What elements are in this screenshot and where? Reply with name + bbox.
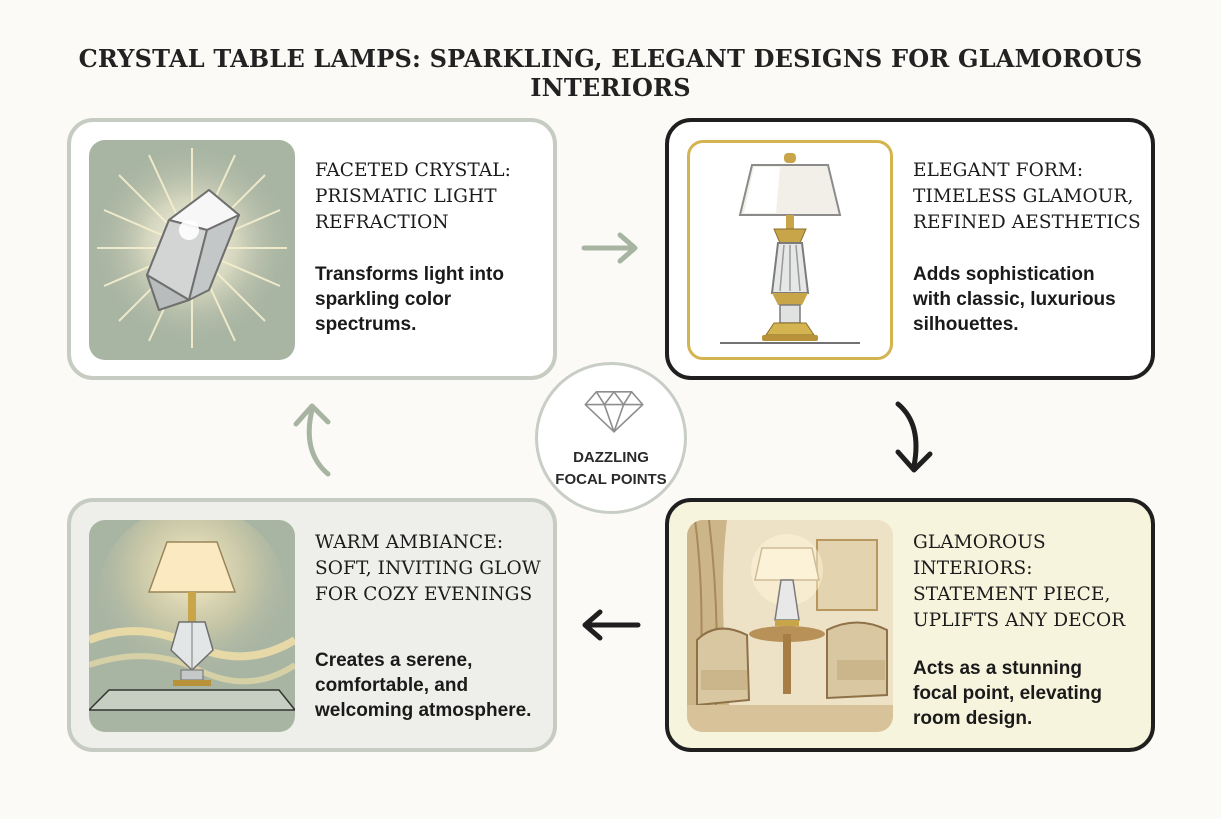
card-warm-ambiance: WARM AMBIANCE: SOFT, INVITING GLOW FOR C… — [67, 498, 557, 752]
page-title: CRYSTAL TABLE LAMPS: SPARKLING, ELEGANT … — [78, 44, 1143, 102]
card-title: FACETED CRYSTAL: PRISMATIC LIGHT REFRACT… — [315, 160, 512, 233]
center-focal-circle: DAZZLING FOCAL POINTS — [535, 362, 687, 514]
center-label: DAZZLING FOCAL POINTS — [555, 449, 667, 488]
card-description: Creates a serene, comfortable, and welco… — [315, 650, 532, 721]
card-description: Adds sophistication with classic, luxuri… — [913, 264, 1116, 335]
arrow-left-icon — [582, 609, 641, 641]
card-description: Acts as a stunning focal point, elevatin… — [913, 658, 1102, 729]
arrow-down-icon — [895, 401, 933, 473]
arrow-right-icon — [581, 232, 638, 264]
arrow-up-icon — [293, 403, 331, 477]
living-room-icon — [687, 520, 893, 732]
card-title: ELEGANT FORM: TIMELESS GLAMOUR, REFINED … — [913, 160, 1141, 233]
card-elegant-form: ELEGANT FORM: TIMELESS GLAMOUR, REFINED … — [665, 118, 1155, 380]
card-title: WARM AMBIANCE: SOFT, INVITING GLOW FOR C… — [315, 532, 541, 605]
card-title: GLAMOROUS INTERIORS: STATEMENT PIECE, UP… — [913, 532, 1126, 631]
crystal-lamp-icon — [687, 140, 893, 360]
card-glamorous-interiors: GLAMOROUS INTERIORS: STATEMENT PIECE, UP… — [665, 498, 1155, 752]
card-description: Transforms light into sparkling color sp… — [315, 264, 504, 335]
card-faceted-crystal: FACETED CRYSTAL: PRISMATIC LIGHT REFRACT… — [67, 118, 557, 380]
crystal-icon — [89, 140, 295, 360]
glowing-lamp-icon — [89, 520, 295, 732]
diamond-icon — [584, 391, 644, 433]
